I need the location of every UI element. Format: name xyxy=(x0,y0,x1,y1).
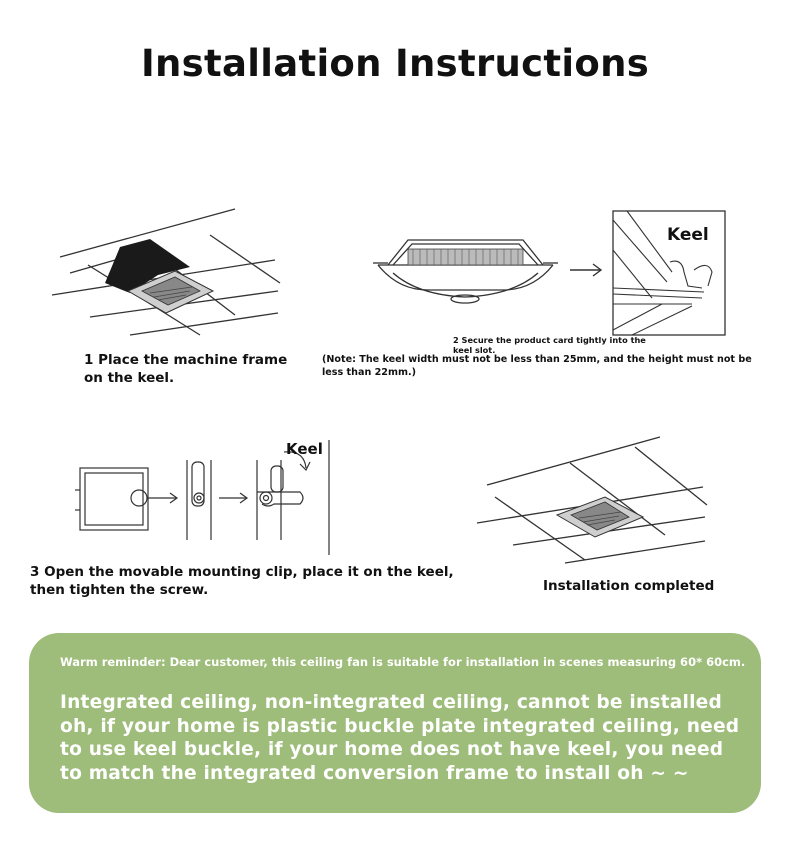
keel-detail-illustration xyxy=(612,210,726,336)
keel-label-top: Keel xyxy=(667,225,709,245)
reminder-intro: Warm reminder: Dear customer, this ceili… xyxy=(60,655,746,669)
step4-caption: Installation completed xyxy=(543,578,715,594)
step2-caption: 2 Secure the product card tightly into t… xyxy=(453,335,646,355)
step2-note: (Note: The keel width must not be less t… xyxy=(322,354,752,378)
keel-label-bottom: Keel xyxy=(286,440,323,458)
step3-caption: 3 Open the movable mounting clip, place … xyxy=(30,564,454,598)
reminder-body: Integrated ceiling, non-integrated ceili… xyxy=(60,692,740,784)
reminder-box xyxy=(29,633,761,813)
step4-completed-illustration xyxy=(476,436,708,564)
step2-fan-section-illustration xyxy=(373,239,558,304)
step1-ceiling-illustration xyxy=(51,208,281,336)
arrow-right-icon xyxy=(570,263,603,277)
step3-clip-illustration xyxy=(75,440,330,555)
step1-caption: 1 Place the machine frame on the keel. xyxy=(84,352,288,386)
page-title: Installation Instructions xyxy=(140,42,650,85)
